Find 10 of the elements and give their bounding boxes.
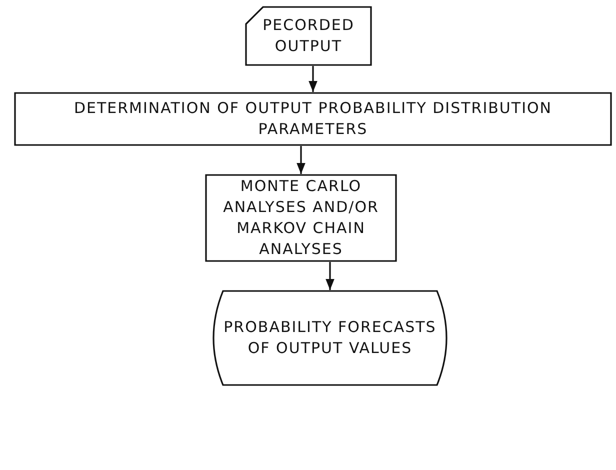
node-label: MONTE CARLO ANALYSES AND/OR MARKOV CHAIN ANALYSES <box>222 176 380 260</box>
process-box <box>205 174 397 262</box>
arrow <box>308 66 318 92</box>
arrow <box>326 262 334 290</box>
node-label: PECORDED OUTPUT <box>262 15 356 57</box>
node-label: DETERMINATION OF OUTPUT PROBABILITY DISTRIBUTION PARAMETERS <box>72 98 554 140</box>
arrow <box>296 146 306 174</box>
card-shape <box>245 6 372 66</box>
process-box <box>14 92 612 146</box>
node-label: PROBABILITY FORECASTS OF OUTPUT VALUES <box>222 317 438 359</box>
